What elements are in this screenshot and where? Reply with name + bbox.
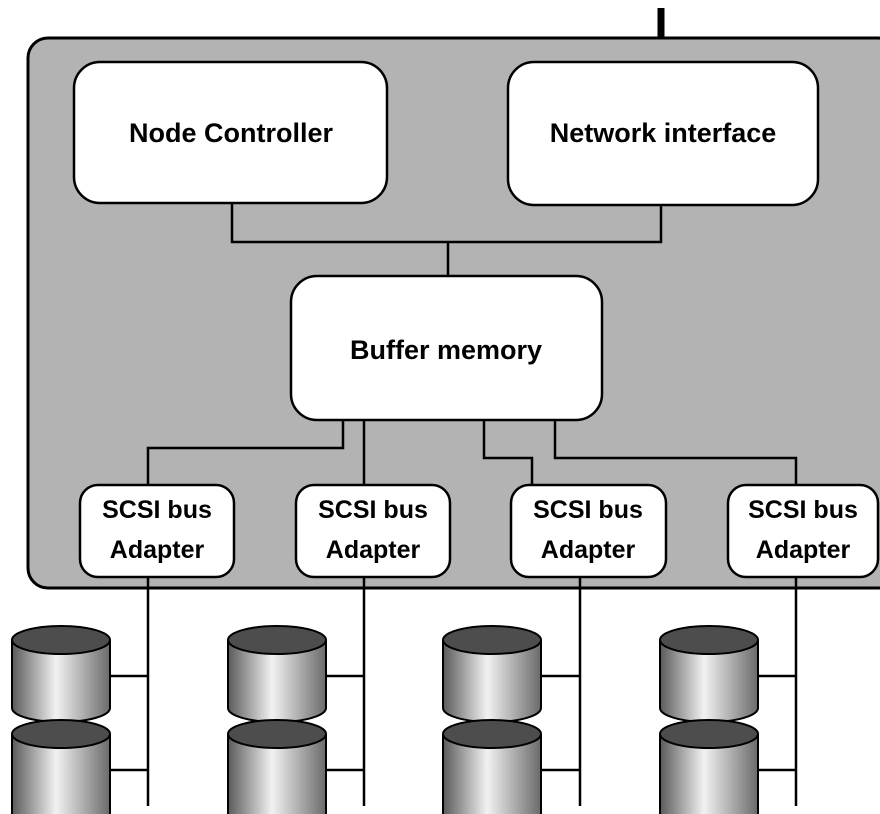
disk-icon bbox=[659, 625, 759, 723]
disk-icon bbox=[659, 719, 759, 814]
buffer-memory-box: Buffer memory bbox=[289, 274, 604, 422]
scsi-adapter-box: SCSI bus Adapter bbox=[78, 483, 236, 579]
scsi-adapter-box: SCSI bus Adapter bbox=[294, 483, 452, 579]
scsi-adapter-line2: Adapter bbox=[541, 536, 636, 564]
scsi-adapter-line2: Adapter bbox=[756, 536, 851, 564]
scsi-adapter-line1: SCSI bus bbox=[533, 496, 643, 524]
scsi-adapter-line2: Adapter bbox=[110, 536, 205, 564]
network-interface-label: Network interface bbox=[550, 118, 777, 148]
scsi-adapter-line1: SCSI bus bbox=[102, 496, 212, 524]
node-controller-box: Node Controller bbox=[72, 60, 389, 205]
disk-icon bbox=[227, 625, 327, 723]
disk-icon bbox=[227, 719, 327, 814]
controller-connectors bbox=[230, 203, 663, 276]
buffer-memory-label: Buffer memory bbox=[350, 335, 542, 365]
node-controller-label: Node Controller bbox=[129, 118, 333, 148]
network-interface-box: Network interface bbox=[506, 60, 820, 207]
scsi-adapter-line1: SCSI bus bbox=[748, 496, 858, 524]
scsi-adapter-box: SCSI bus Adapter bbox=[509, 483, 668, 579]
disk-icon bbox=[11, 625, 111, 723]
adapter-connectors bbox=[146, 420, 798, 485]
disk-icon bbox=[442, 625, 542, 723]
scsi-adapter-line2: Adapter bbox=[326, 536, 421, 564]
disk-connectors bbox=[110, 674, 796, 772]
scsi-adapter-box: SCSI bus Adapter bbox=[726, 483, 880, 579]
disk-icon bbox=[442, 719, 542, 814]
disk-icon bbox=[11, 719, 111, 814]
scsi-adapter-line1: SCSI bus bbox=[318, 496, 428, 524]
scsi-buses bbox=[146, 577, 798, 806]
